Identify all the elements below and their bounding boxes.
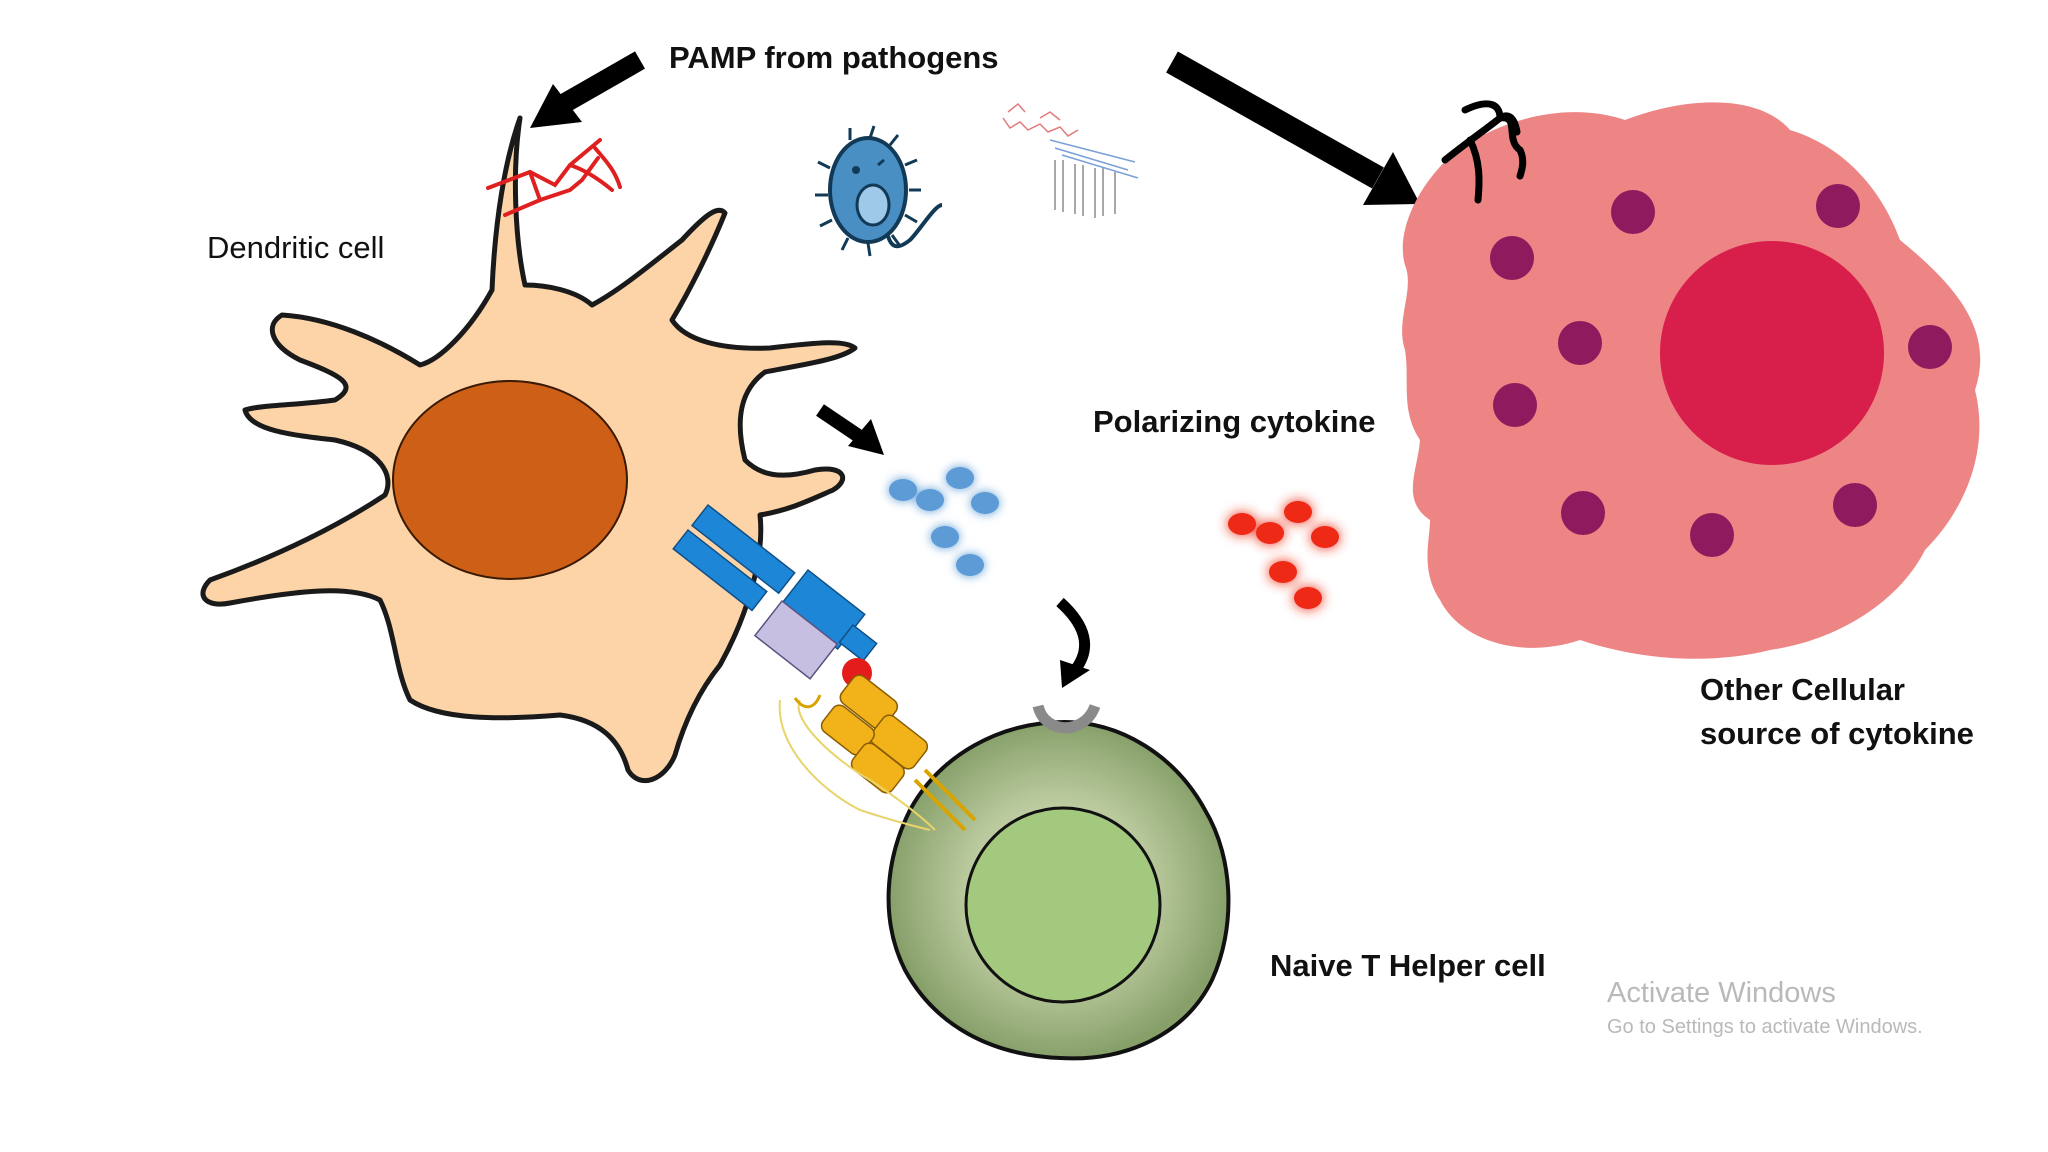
arrow-to-dendritic bbox=[530, 51, 645, 128]
mhc-tcr-complex bbox=[672, 503, 977, 832]
watermark-title: Activate Windows bbox=[1607, 977, 1836, 1009]
receptor-icon bbox=[1441, 100, 1527, 204]
pamp-label: PAMP from pathogens bbox=[669, 40, 999, 75]
cytokine-red-cluster bbox=[1228, 501, 1339, 609]
arrow-to-cytokine bbox=[816, 404, 884, 455]
curved-arrow-head bbox=[1060, 660, 1090, 688]
cytokine-receptor bbox=[1032, 703, 1101, 734]
other-source-label-line2: source of cytokine bbox=[1700, 716, 1974, 751]
curved-arrow bbox=[1056, 597, 1091, 674]
granules bbox=[1490, 184, 1952, 557]
other-cell-nucleus bbox=[1660, 241, 1884, 465]
polarizing-cytokine-label: Polarizing cytokine bbox=[1093, 404, 1376, 439]
other-source-label-line1: Other Cellular bbox=[1700, 672, 1905, 707]
t-helper-nucleus bbox=[964, 806, 1162, 1004]
naive-t-helper-label: Naive T Helper cell bbox=[1270, 948, 1546, 983]
pamp-ligand-icon bbox=[486, 138, 622, 217]
cytokine-blue-cluster bbox=[889, 467, 999, 576]
dendritic-cell-label: Dendritic cell bbox=[207, 230, 385, 265]
watermark-subtitle: Go to Settings to activate Windows. bbox=[1607, 1016, 1923, 1038]
arrow-to-other-cell bbox=[1166, 51, 1420, 205]
lps-molecule-icon bbox=[1002, 102, 1139, 218]
dendritic-nucleus bbox=[392, 380, 628, 580]
bacterium-icon bbox=[815, 125, 943, 257]
